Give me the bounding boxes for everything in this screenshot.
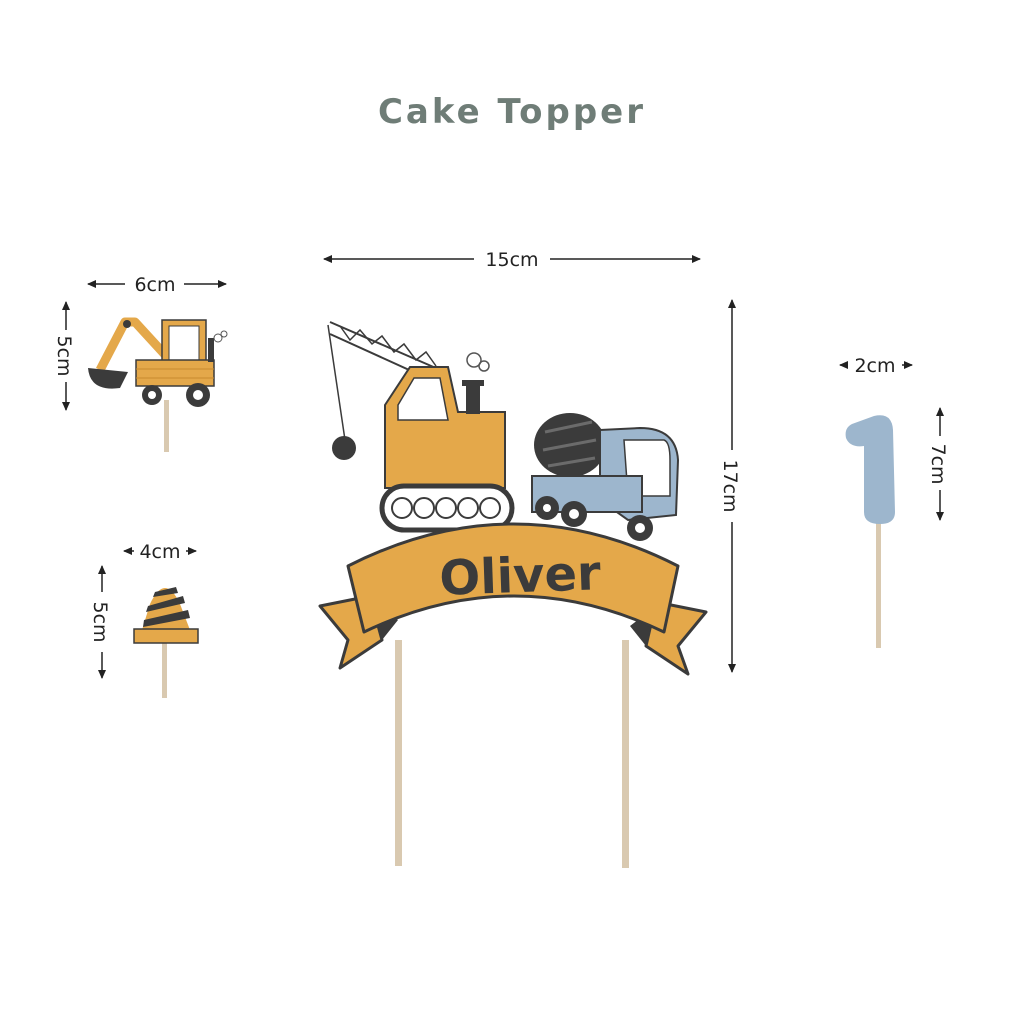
cone-width-label: 4cm — [139, 541, 180, 563]
right-stick — [622, 640, 629, 868]
main-width-label: 15cm — [485, 249, 538, 271]
number-height-label: 7cm — [927, 443, 949, 484]
cone-width-dimension: 4cm — [123, 541, 197, 563]
cone-topper — [133, 587, 199, 698]
excavator-width-label: 6cm — [134, 274, 175, 296]
page-title: Cake Topper — [377, 92, 647, 132]
name-banner: Oliver — [318, 522, 708, 676]
left-stick — [395, 640, 402, 866]
main-height-dimension: 17cm — [719, 299, 741, 673]
number-width-dimension: 2cm — [839, 355, 913, 377]
excavator-width-dimension: 6cm — [87, 274, 227, 296]
number-shape — [845, 415, 895, 524]
mixer-truck — [531, 413, 680, 541]
number-topper — [845, 415, 895, 648]
cone-height-dimension: 5cm — [89, 565, 111, 679]
number-width-label: 2cm — [854, 355, 895, 377]
name-text: Oliver — [438, 545, 601, 607]
main-height-label: 17cm — [719, 459, 741, 512]
main-topper: Oliver — [318, 321, 708, 868]
excavator-height-label: 5cm — [53, 335, 75, 376]
cone-height-label: 5cm — [89, 601, 111, 642]
excavator-topper — [88, 317, 228, 452]
crane-truck — [379, 352, 515, 533]
crane-boom — [327, 321, 446, 460]
main-width-dimension: 15cm — [323, 249, 701, 271]
wrecking-ball — [332, 436, 356, 460]
number-height-dimension: 7cm — [927, 407, 949, 521]
excavator-height-dimension: 5cm — [53, 301, 75, 411]
